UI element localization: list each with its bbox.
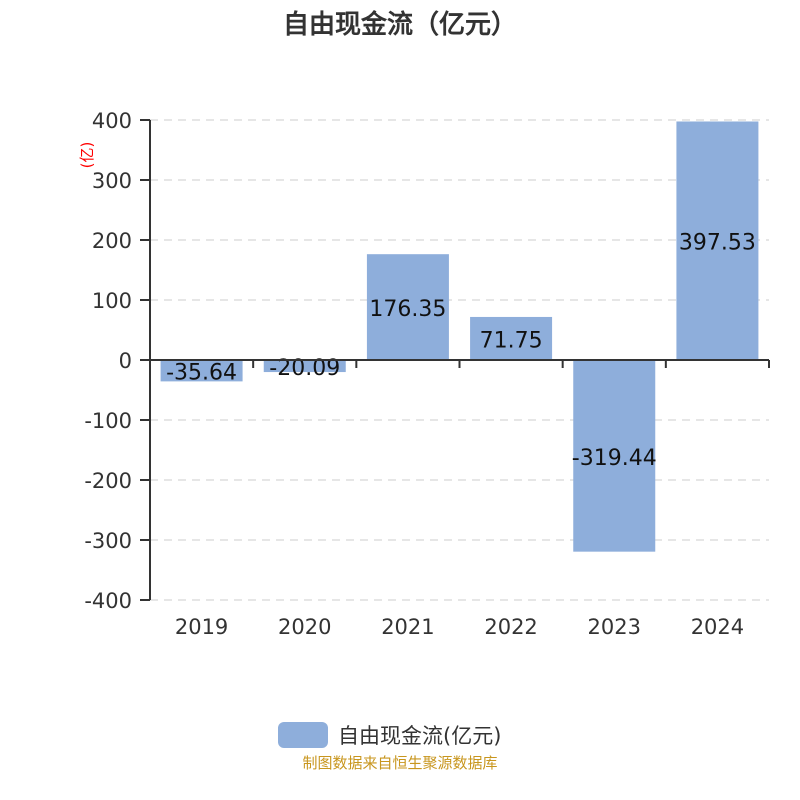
bar-value-label: 397.53: [679, 231, 756, 256]
y-tick-label: -100: [84, 409, 132, 433]
chart-title: 自由现金流（亿元）: [283, 9, 517, 40]
x-tick-label: 2020: [278, 615, 331, 639]
bar: [366, 254, 449, 360]
x-tick-label: 2023: [588, 615, 641, 639]
x-tick-label: 2019: [175, 615, 228, 639]
y-tick-label: 400: [92, 109, 132, 133]
y-tick-label: -400: [84, 589, 132, 613]
bar: [263, 360, 346, 373]
x-tick-label: 2024: [691, 615, 744, 639]
legend-swatch[interactable]: [278, 722, 328, 748]
bar: [470, 316, 553, 360]
y-axis-label: (亿): [78, 142, 96, 169]
bar-value-label: 71.75: [480, 328, 543, 353]
bar-value-label: -319.44: [572, 446, 657, 471]
bar: [160, 360, 243, 382]
bar: [573, 360, 656, 552]
bar-value-label: -35.64: [166, 361, 237, 386]
y-tick-label: -300: [84, 529, 132, 553]
bar-value-label: 176.35: [369, 297, 446, 322]
y-tick-label: 0: [119, 349, 132, 373]
y-tick-label: 200: [92, 229, 132, 253]
legend-label[interactable]: 自由现金流(亿元): [338, 724, 501, 748]
y-tick-label: 300: [92, 169, 132, 193]
x-tick-label: 2021: [381, 615, 434, 639]
y-tick-label: 100: [92, 289, 132, 313]
source-note: 制图数据来自恒生聚源数据库: [302, 754, 497, 772]
y-tick-label: -200: [84, 469, 132, 493]
x-tick-label: 2022: [484, 615, 537, 639]
bar: [676, 121, 759, 361]
